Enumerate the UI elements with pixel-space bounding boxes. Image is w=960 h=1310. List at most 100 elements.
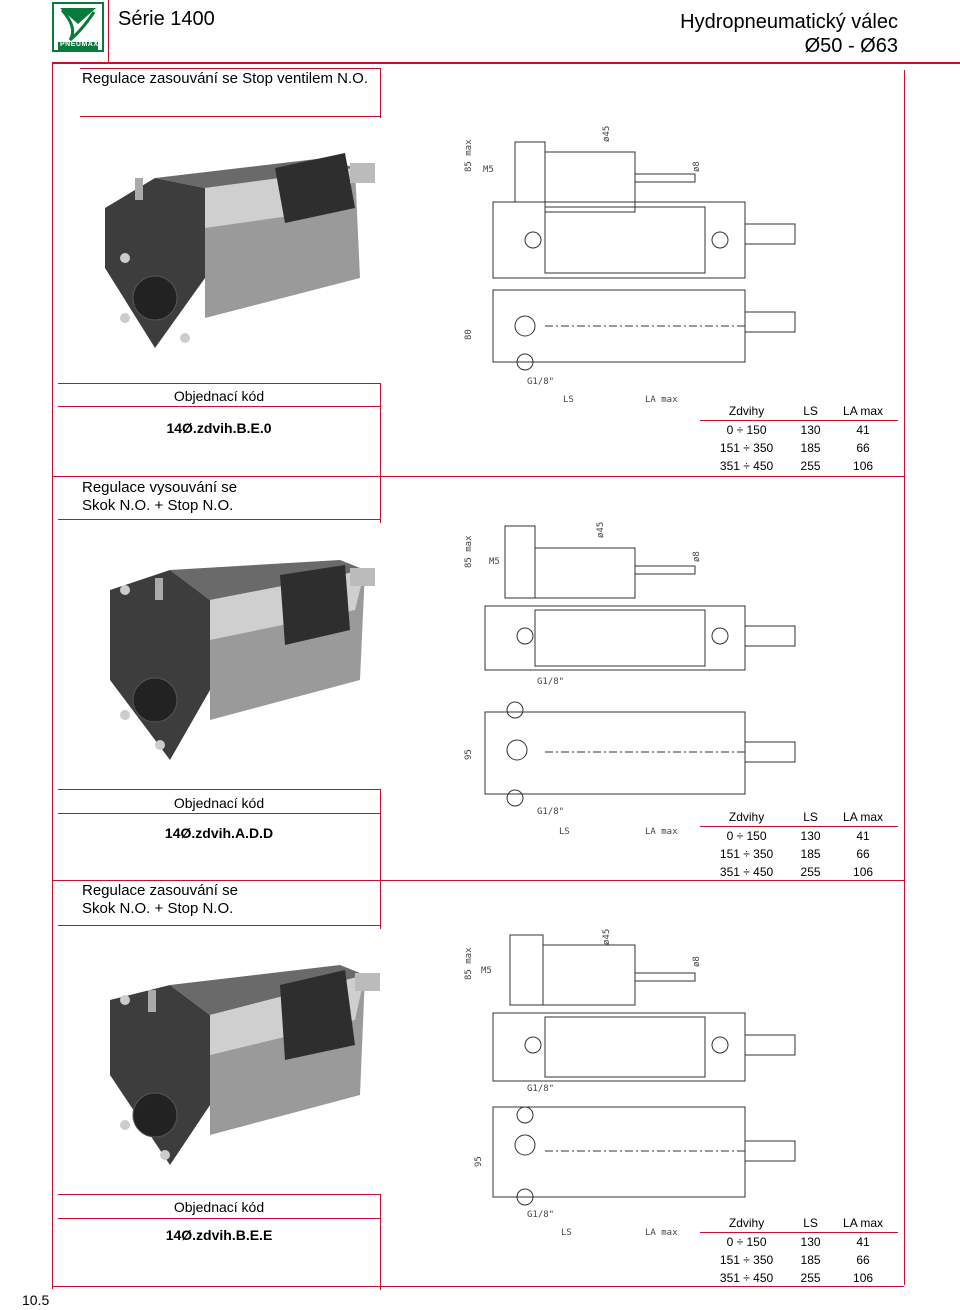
- spec-cell: 106: [853, 865, 874, 879]
- block2-order-mid: [58, 813, 380, 814]
- spec-cell: 255: [800, 865, 821, 879]
- dim-port-2a: G1/8": [537, 677, 564, 687]
- logo-text: PNEUMAX: [60, 41, 99, 48]
- block3-order-right: [380, 1194, 381, 1290]
- header-divider-vertical: [108, 0, 109, 62]
- page-title: Hydropneumatický válec Ø50 - Ø63: [680, 10, 898, 58]
- dim-la-2: LA max: [645, 827, 678, 837]
- spec-cell: 130: [800, 423, 821, 437]
- spec-cell: 151 ÷ 350: [719, 441, 774, 455]
- series-title: Série 1400: [118, 8, 215, 30]
- block2-order-top: [58, 789, 380, 790]
- spec-cell: 185: [800, 441, 821, 455]
- block3-order-top: [58, 1194, 380, 1195]
- dim-port-1: G1/8": [527, 377, 554, 387]
- block1-title-box-right: [380, 68, 381, 118]
- block2-title: Regulace vysouvání se Skok N.O. + Stop N…: [82, 479, 237, 515]
- dim-side-3: 95: [474, 1156, 484, 1167]
- spec-cell: 41: [856, 1235, 870, 1249]
- spec-header-la: LA max: [828, 808, 898, 827]
- block3-title-line1: Regulace zasouvání se: [82, 882, 238, 899]
- dim-la-1: LA max: [645, 395, 678, 405]
- block2-order-label: Objednací kód: [173, 795, 265, 811]
- page-title-line1: Hydropneumatický válec: [680, 11, 898, 33]
- header-divider: [52, 62, 960, 64]
- footer-line: [52, 1286, 904, 1287]
- block1-title-box-top: [80, 68, 380, 69]
- spec-cell: 351 ÷ 450: [719, 1271, 774, 1285]
- dim-ls-1: LS: [563, 395, 574, 405]
- dim-m5-3: M5: [481, 966, 492, 976]
- spec-cell: 41: [856, 423, 870, 437]
- spec-cell: 255: [800, 459, 821, 473]
- dim-ls-3: LS: [561, 1228, 572, 1238]
- technical-drawing-3: 85 max ø45 ø8 M5 G1/8" 95 G1/8" LS LA ma…: [464, 929, 796, 1238]
- spec-cell: 66: [856, 847, 870, 861]
- dim-ls-2: LS: [559, 827, 570, 837]
- block1-order-code: 14Ø.zdvih.B.E.0: [166, 420, 272, 436]
- dim-la-3: LA max: [645, 1228, 678, 1238]
- spec-cell: 106: [853, 1271, 874, 1285]
- spec-cell: 130: [800, 829, 821, 843]
- dim-rod-3: ø8: [692, 956, 702, 967]
- dim-side-2: 95: [464, 749, 474, 760]
- dim-port-2b: G1/8": [537, 807, 564, 817]
- spec-header-stroke: Zdvihy: [700, 808, 794, 827]
- page-title-line2: Ø50 - Ø63: [804, 35, 898, 57]
- page-number: 10.5: [22, 1292, 50, 1308]
- block3-order-code: 14Ø.zdvih.B.E.E: [165, 1227, 273, 1243]
- cylinder-3d-icon-1: [105, 153, 375, 348]
- block2-title-line1: Regulace vysouvání se: [82, 479, 238, 496]
- dim-bore-3: ø45: [602, 929, 612, 945]
- frame-left: [52, 64, 53, 1289]
- block2-divider: [52, 476, 904, 477]
- spec-cell: 351 ÷ 450: [719, 865, 774, 879]
- dim-rod-1: ø8: [692, 161, 702, 172]
- dim-port-3a: G1/8": [527, 1084, 554, 1094]
- logo: PNEUMAX: [52, 2, 104, 52]
- spec-cell: 0 ÷ 150: [726, 829, 767, 843]
- block2-title-box-bottom: [58, 519, 380, 520]
- cylinder-3d-icon-2: [110, 560, 375, 760]
- dim-m5-1: M5: [483, 165, 494, 175]
- spec-cell: 106: [853, 459, 874, 473]
- block1-order-top: [58, 383, 380, 384]
- cylinder-3d-icon-3: [110, 965, 380, 1165]
- dim-bore-1: ø45: [602, 126, 612, 142]
- spec-cell: 130: [800, 1235, 821, 1249]
- block1-title-box-bottom: [80, 116, 380, 117]
- block1-title: Regulace zasouvání se Stop ventilem N.O.: [82, 70, 368, 87]
- spec-header-stroke: Zdvihy: [700, 1214, 794, 1233]
- dim-85max-3: 85 max: [464, 947, 474, 980]
- block3-divider: [52, 880, 904, 881]
- block3-order-label: Objednací kód: [173, 1199, 265, 1215]
- dim-85max-1: 85 max: [464, 139, 474, 172]
- block3-title-line2: Skok N.O. + Stop N.O.: [82, 900, 234, 917]
- block1-order-mid: [58, 406, 380, 407]
- block1-order-label: Objednací kód: [173, 388, 265, 404]
- block1-order-right: [380, 383, 381, 523]
- block2-title-line2: Skok N.O. + Stop N.O.: [82, 497, 234, 514]
- spec-header-ls: LS: [793, 1214, 829, 1233]
- block2-order-right: [380, 789, 381, 929]
- spec-cell: 41: [856, 829, 870, 843]
- spec-header-ls: LS: [793, 808, 829, 827]
- dim-m5-2: M5: [489, 557, 500, 567]
- spec-cell: 185: [800, 847, 821, 861]
- frame-right: [904, 70, 905, 1285]
- block3-title-box-bottom: [58, 925, 380, 926]
- block3-order-mid: [58, 1218, 380, 1219]
- spec-header-la: LA max: [828, 1214, 898, 1233]
- spec-cell: 185: [800, 1253, 821, 1267]
- spec-cell: 0 ÷ 150: [726, 1235, 767, 1249]
- dim-85max-2: 85 max: [464, 535, 474, 568]
- spec-cell: 0 ÷ 150: [726, 423, 767, 437]
- block3-title: Regulace zasouvání se Skok N.O. + Stop N…: [82, 882, 238, 918]
- spec-cell: 351 ÷ 450: [719, 459, 774, 473]
- spec-cell: 151 ÷ 350: [719, 847, 774, 861]
- technical-drawing-2: 85 max ø45 ø8 M5 G1/8" 95 G1/8" LS LA ma…: [464, 522, 796, 837]
- block2-order-code: 14Ø.zdvih.A.D.D: [164, 825, 274, 841]
